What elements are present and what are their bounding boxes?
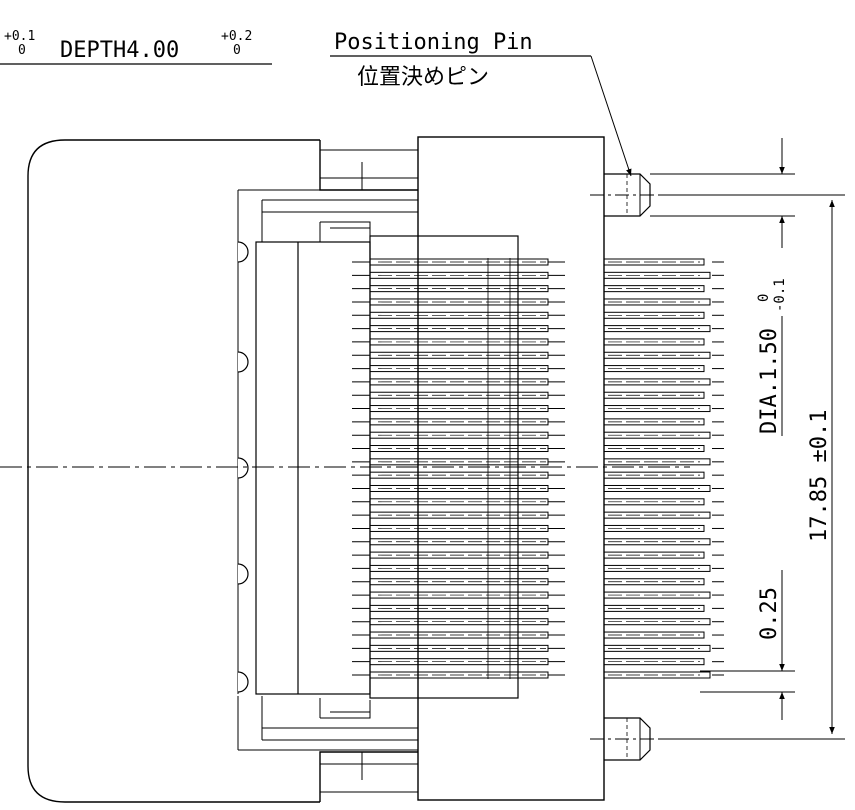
- contact-row: [352, 524, 724, 532]
- contact-row: [352, 418, 724, 426]
- positioning-pin-callout: Positioning Pin 位置決めピン: [330, 30, 632, 177]
- depth-annotation: +0.1 0 DEPTH4.00 +0.2 0: [0, 29, 272, 65]
- tolerance-lower-left: 0: [18, 43, 26, 58]
- contact-row: [352, 458, 724, 466]
- contact-row: [352, 471, 724, 479]
- contact-row: [352, 484, 724, 492]
- dia-lower-tol: -0.1: [772, 278, 788, 312]
- contact-row: [352, 431, 724, 439]
- contact-row: [352, 338, 724, 346]
- positioning-pin-label-jp: 位置決めピン: [357, 65, 489, 90]
- contact-row: [352, 644, 724, 652]
- connector-outline: [27, 136, 605, 803]
- rail-notches: [237, 241, 249, 693]
- contact-row: [352, 311, 724, 319]
- contact-row: [352, 591, 724, 599]
- pin-spacing-text: 17.85 ±0.1: [807, 410, 832, 542]
- contact-row: [352, 351, 724, 359]
- contact-row: [352, 271, 724, 279]
- contact-row: [352, 365, 724, 373]
- contact-row: [352, 578, 724, 586]
- dia-dimension: DIA.1.50 0 -0.1: [756, 278, 788, 436]
- contact-row: [352, 285, 724, 293]
- depth-tolerance-upper: +0.2: [221, 29, 252, 44]
- contact-row: [352, 658, 724, 666]
- dia-upper-tol: 0: [756, 294, 772, 302]
- positioning-pin-bottom: [590, 717, 660, 761]
- positioning-pin-top: [590, 173, 660, 217]
- contact-row: [352, 631, 724, 639]
- depth-label: DEPTH4.00: [60, 38, 179, 63]
- contact-row: [352, 564, 724, 572]
- contact-row: [352, 671, 724, 679]
- dia-dimension-text: DIA.1.50: [757, 328, 782, 434]
- contact-row: [352, 325, 724, 333]
- positioning-pin-label-en: Positioning Pin: [334, 30, 533, 55]
- contact-row: [352, 258, 724, 266]
- housing-body: [27, 139, 320, 803]
- contact-row: [352, 538, 724, 546]
- pitch-text: 0.25: [757, 587, 782, 640]
- contact-row: [352, 298, 724, 306]
- contact-row: [352, 391, 724, 399]
- contact-row: [352, 551, 724, 559]
- pin-spacing-dimension: 17.85 ±0.1: [807, 410, 832, 542]
- tolerance-upper-left: +0.1: [4, 29, 35, 44]
- dimension-lines: [650, 138, 845, 740]
- contact-row: [352, 405, 724, 413]
- contact-row: [352, 511, 724, 519]
- contact-row: [352, 445, 724, 453]
- contact-row: [352, 618, 724, 626]
- contact-row: [352, 498, 724, 506]
- pitch-dimension: 0.25: [757, 570, 783, 642]
- contact-rows: [352, 258, 724, 679]
- callout-leader: [590, 55, 632, 177]
- contact-row: [352, 604, 724, 612]
- depth-tolerance-lower: 0: [233, 43, 241, 58]
- contact-row: [352, 378, 724, 386]
